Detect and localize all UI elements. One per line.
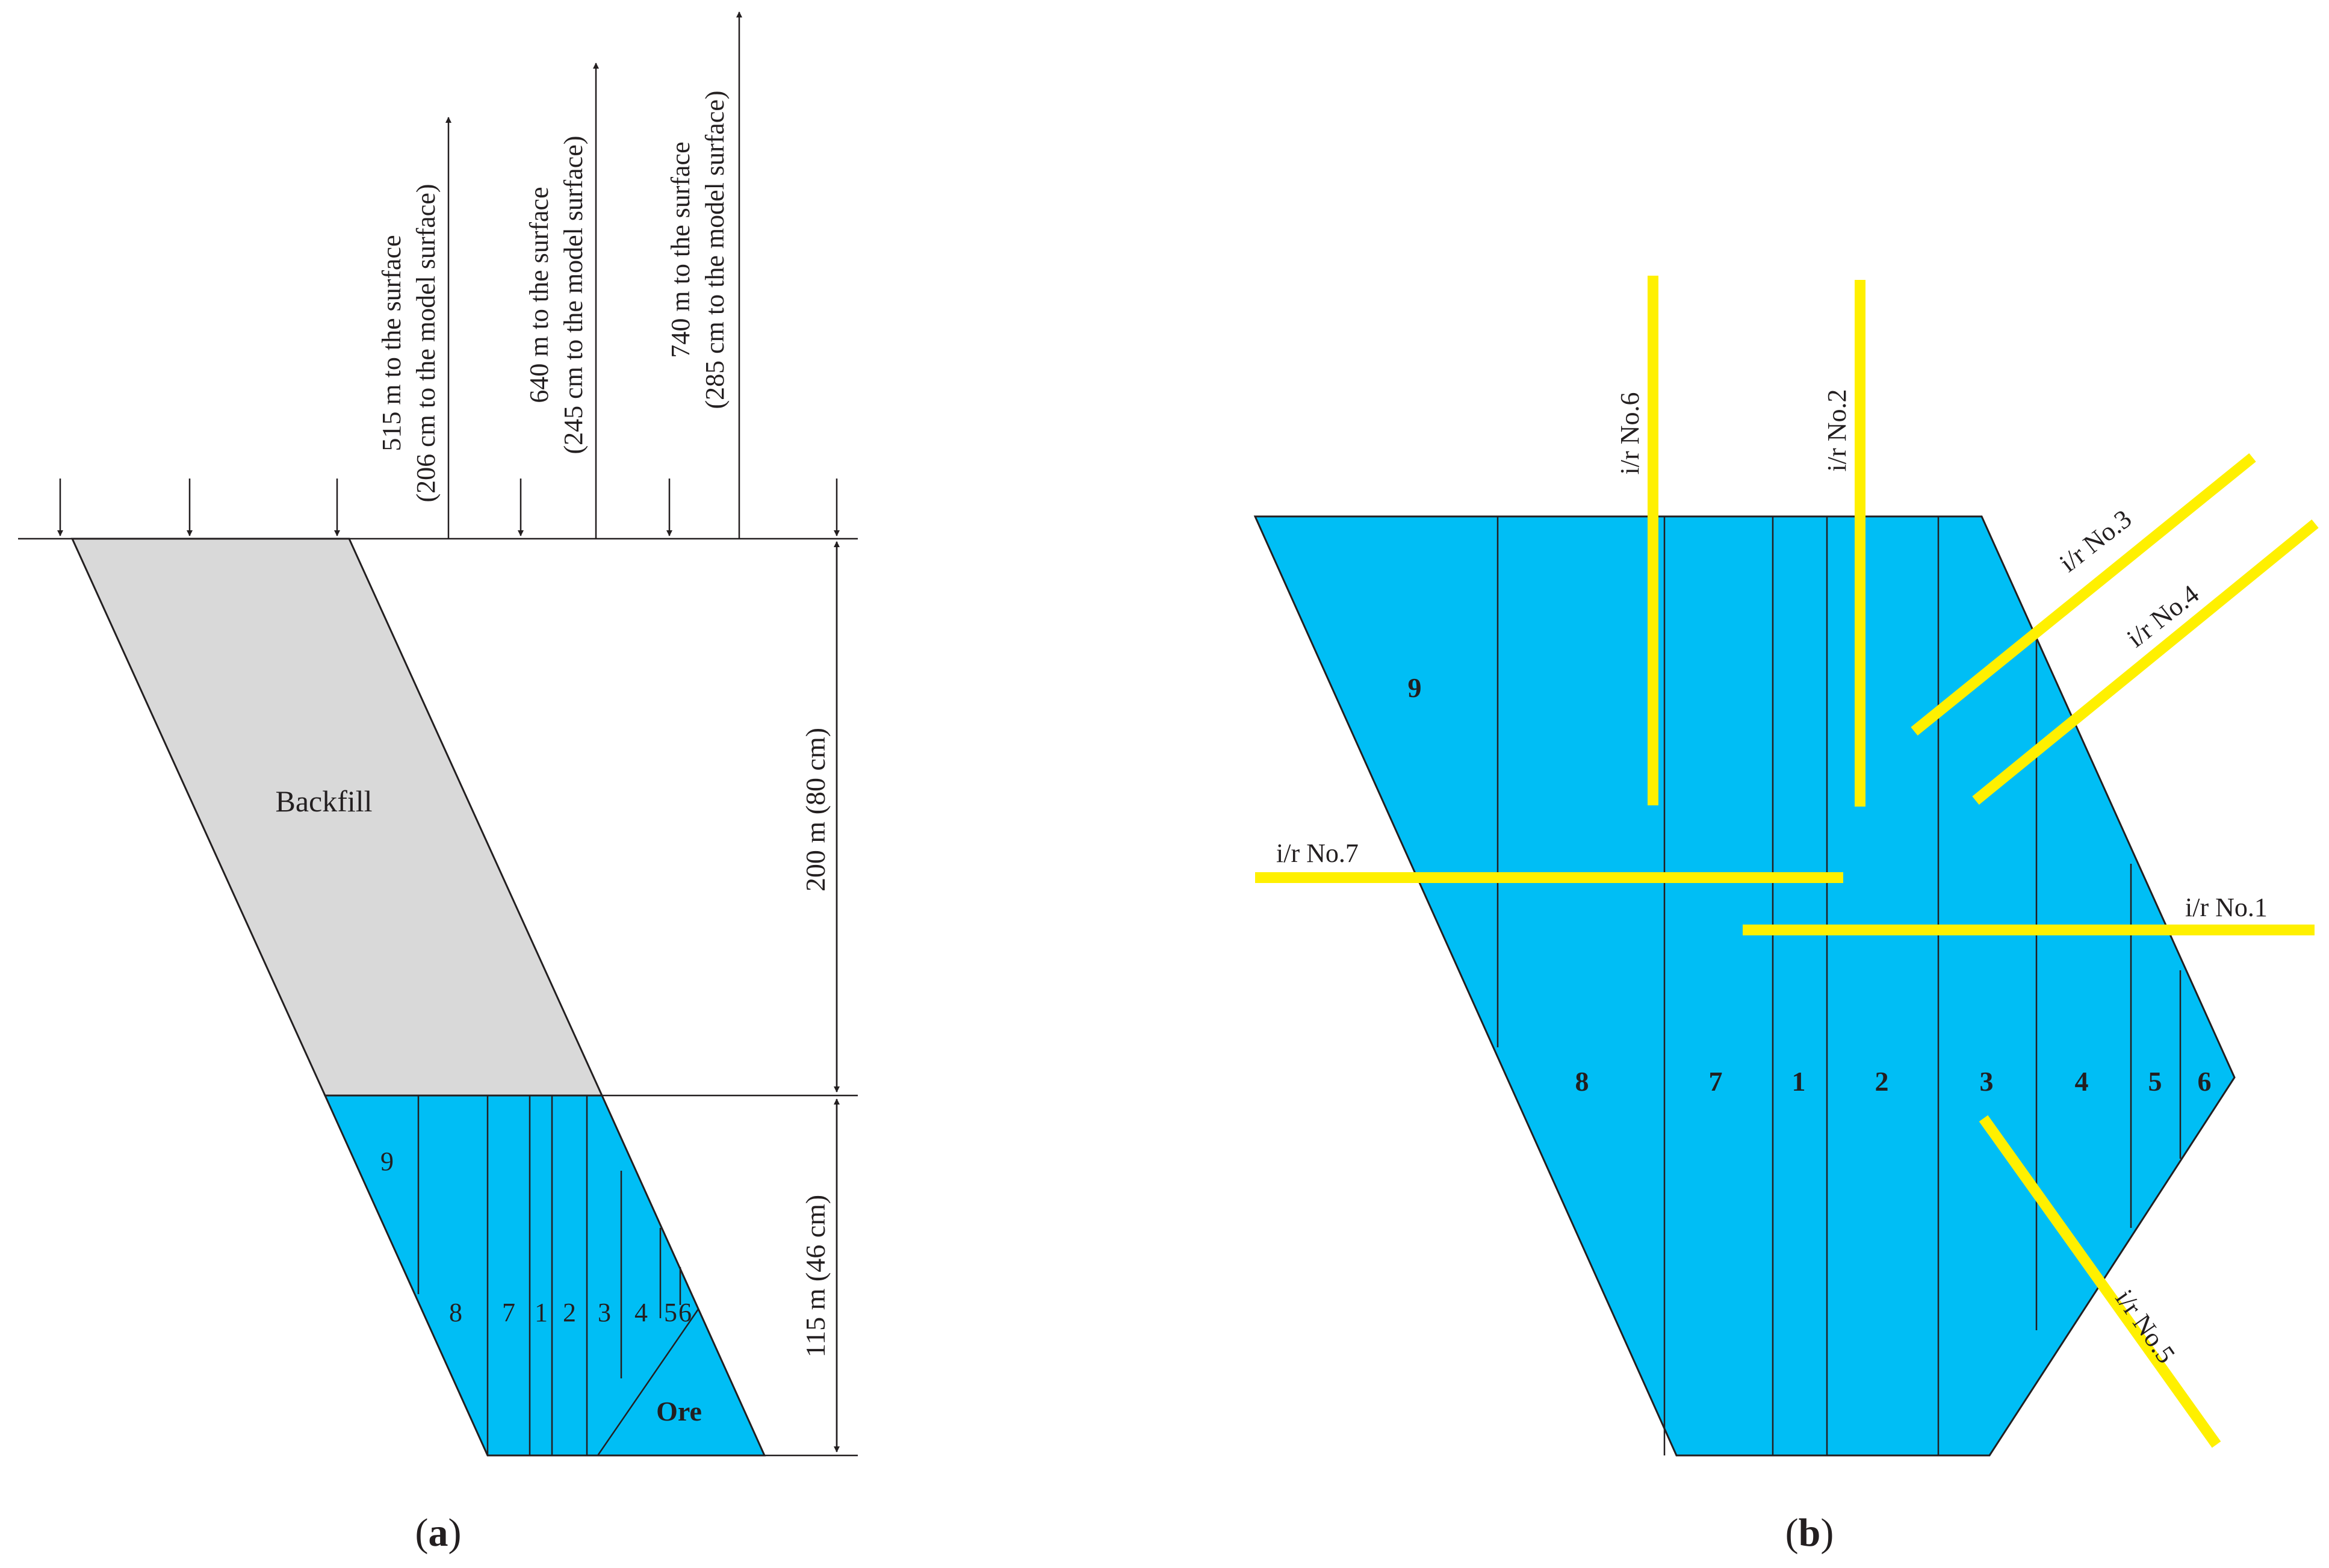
dimension-label-upper: 200 m (80 cm) bbox=[800, 728, 831, 891]
depth-label-640-line1: 640 m to the surface bbox=[524, 187, 554, 403]
depth-arrows bbox=[445, 11, 742, 539]
slice-label-b-2: 2 bbox=[1875, 1066, 1889, 1097]
slice-label-3: 3 bbox=[598, 1298, 611, 1327]
panel-b: 9 8 7 1 2 3 4 5 6 i/r No.6 i/r No.2 i/r … bbox=[1253, 276, 2319, 1555]
gauge-label-2: i/r No.2 bbox=[1822, 389, 1852, 472]
slice-label-b-8: 8 bbox=[1575, 1066, 1589, 1097]
gauge-line-4 bbox=[1972, 519, 2319, 805]
gauge-lines bbox=[1255, 276, 2319, 1448]
gauge-line-3 bbox=[1911, 453, 2256, 736]
dimension-label-lower: 115 m (46 cm) bbox=[800, 1195, 831, 1357]
caption-a: (a) bbox=[415, 1511, 462, 1555]
slice-label-6: 6 bbox=[678, 1298, 692, 1327]
slice-label-7: 7 bbox=[502, 1298, 515, 1327]
panel-a: 515 m to the surface (206 cm to the mode… bbox=[18, 11, 858, 1555]
slice-label-8: 8 bbox=[449, 1298, 462, 1327]
ore-label: Ore bbox=[656, 1396, 702, 1427]
backfill-label: Backfill bbox=[275, 784, 372, 818]
slice-dividers-a bbox=[417, 1095, 699, 1456]
slice-label-b-9: 9 bbox=[1408, 672, 1422, 703]
gauge-label-7: i/r No.7 bbox=[1276, 838, 1359, 868]
gauge-label-5: i/r No.5 bbox=[2110, 1284, 2182, 1369]
slice-label-5: 5 bbox=[664, 1298, 677, 1327]
gauge-label-6: i/r No.6 bbox=[1615, 392, 1645, 475]
slice-labels-a: 9 8 7 1 2 3 4 5 6 bbox=[380, 1147, 692, 1327]
slice-dividers-b bbox=[1496, 516, 2182, 1455]
depth-label-740-line2: (285 cm to the model surface) bbox=[700, 90, 730, 409]
load-arrows bbox=[57, 479, 840, 536]
slice-label-b-5: 5 bbox=[2148, 1066, 2162, 1097]
gauge-line-5 bbox=[1979, 1115, 2221, 1448]
caption-b: (b) bbox=[1785, 1511, 1834, 1555]
depth-label-740-line1: 740 m to the surface bbox=[666, 141, 695, 358]
slice-label-b-3: 3 bbox=[1980, 1066, 1994, 1097]
slice-label-b-4: 4 bbox=[2075, 1066, 2089, 1097]
slice-label-2: 2 bbox=[563, 1298, 576, 1327]
slice-label-b-1: 1 bbox=[1792, 1066, 1806, 1097]
depth-label-515-line1: 515 m to the surface bbox=[377, 235, 406, 451]
depth-label-640-line2: (245 cm to the model surface) bbox=[559, 135, 588, 454]
slice-label-b-7: 7 bbox=[1709, 1066, 1723, 1097]
slice-label-9: 9 bbox=[380, 1147, 394, 1176]
slice-label-b-6: 6 bbox=[2198, 1066, 2212, 1097]
slice-labels-b: 9 8 7 1 2 3 4 5 6 bbox=[1408, 672, 2212, 1097]
slice-label-1: 1 bbox=[535, 1298, 548, 1327]
slice-label-4: 4 bbox=[634, 1298, 648, 1327]
ore-body-b bbox=[1253, 515, 2236, 1457]
depth-label-515-line2: (206 cm to the model surface) bbox=[411, 184, 441, 502]
gauge-label-1: i/r No.1 bbox=[2185, 893, 2268, 922]
